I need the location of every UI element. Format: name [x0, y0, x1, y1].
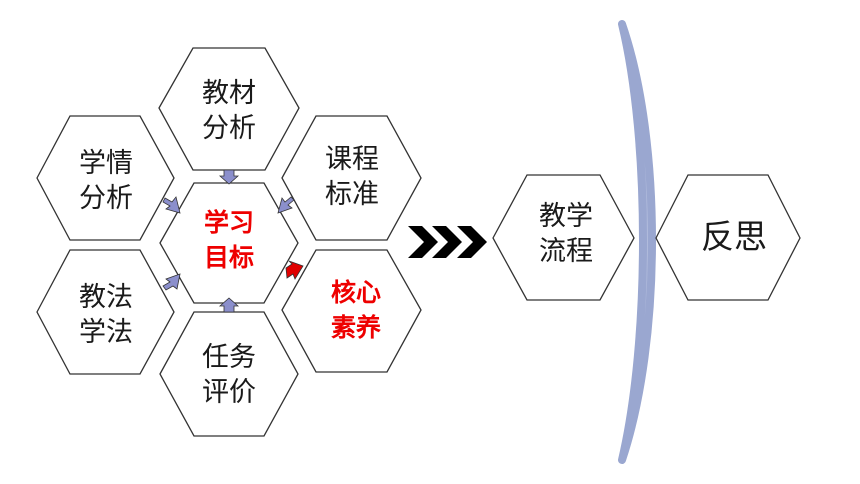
- connector-from-upper-left: [162, 196, 181, 214]
- hex-jiaocai-line2: 分析: [202, 113, 256, 144]
- hex-xueqing-analysis: 学情 分析: [36, 115, 175, 241]
- chevron-2: [432, 226, 462, 258]
- hex-reflection: 反思: [655, 174, 801, 301]
- hex-hexin-line2: 素养: [331, 313, 381, 342]
- hex-xueqing-line2: 分析: [79, 183, 133, 214]
- connector-from-bottom: [218, 297, 240, 313]
- hex-jiaocai-analysis: 教材 分析: [158, 47, 300, 171]
- hex-kecheng-line2: 标准: [325, 179, 379, 210]
- connector-arrows: [162, 169, 304, 313]
- hex-teaching-process: 教学 流程: [492, 174, 635, 301]
- hex-jiaofa-xuefa: 教法 学法: [36, 249, 175, 375]
- connector-to-core-literacy: [285, 260, 304, 280]
- chevron-3: [457, 226, 487, 258]
- hex-learning-goals: 学习 目标: [159, 182, 299, 304]
- connector-from-upper-right: [277, 196, 295, 214]
- hex-kecheng-standard: 课程 标准: [281, 115, 422, 241]
- hex-liucheng-line2: 流程: [539, 236, 593, 267]
- connector-from-top: [218, 169, 240, 185]
- hex-core-literacy: 核心 素养: [281, 249, 422, 373]
- hex-xueqing-line1: 学情: [79, 148, 133, 179]
- hex-renwu-line2: 评价: [202, 377, 256, 408]
- hex-task-evaluation: 任务 评价: [159, 311, 299, 437]
- hex-hexin-line1: 核心: [331, 278, 381, 307]
- chevron-1: [408, 226, 438, 258]
- hex-xuexi-line1: 学习: [204, 208, 254, 237]
- hex-fansi-text: 反思: [701, 217, 767, 256]
- hex-jiaocai-line1: 教材: [202, 78, 256, 109]
- hex-xuexi-line2: 目标: [204, 243, 254, 272]
- chevron-arrows: [408, 226, 487, 258]
- hex-jiaofa-line2: 学法: [79, 317, 133, 348]
- connector-from-lower-left: [162, 273, 181, 291]
- hex-jiaofa-line1: 教法: [79, 282, 133, 313]
- hex-liucheng-line1: 教学: [539, 201, 593, 232]
- hex-kecheng-line1: 课程: [325, 144, 379, 175]
- hex-renwu-line1: 任务: [202, 342, 256, 373]
- curved-divider: [618, 20, 656, 464]
